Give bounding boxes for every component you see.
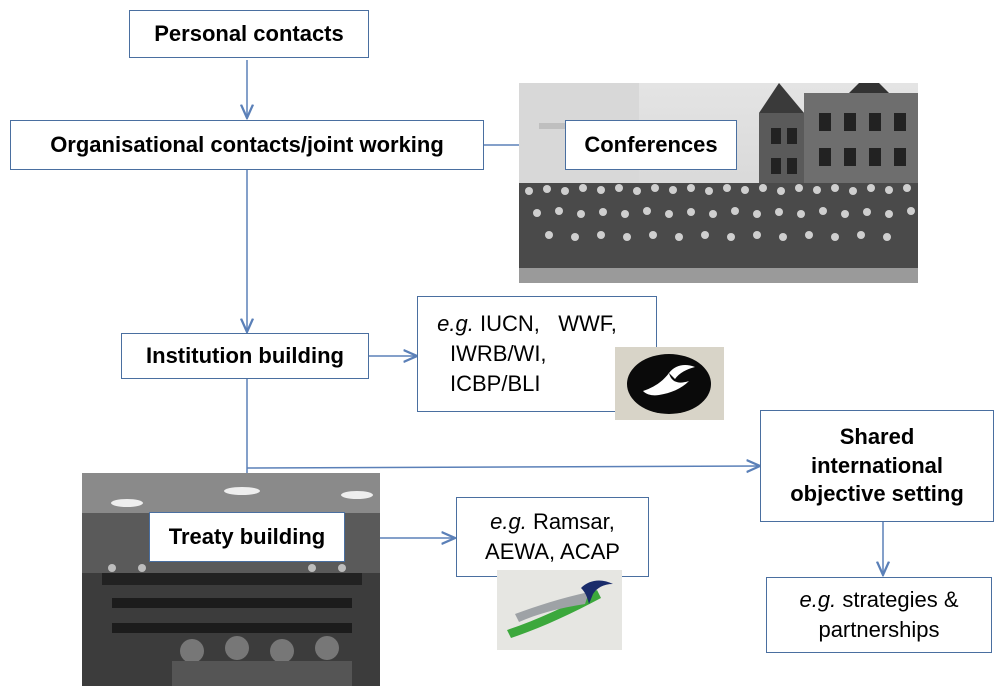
treaty-examples-prefix: e.g.: [490, 509, 527, 535]
institution-examples-prefix: e.g.: [437, 311, 474, 337]
conference-photo: [519, 83, 918, 283]
arrow-to-shared-objective: [246, 466, 760, 468]
institution-building-node: Institution building: [121, 333, 369, 379]
organisational-contacts-node: Organisational contacts/joint working: [10, 120, 484, 170]
personal-contacts-node: Personal contacts: [129, 10, 369, 58]
institution-building-label: Institution building: [146, 343, 344, 368]
shared-objective-node: Shared international objective setting: [760, 410, 994, 522]
conferences-node: Conferences: [565, 120, 737, 170]
strategies-examples-line-2: partnerships: [818, 617, 940, 642]
organisational-contacts-label: Organisational contacts/joint working: [50, 132, 444, 157]
treaty-logo: [497, 570, 622, 650]
personal-contacts-label: Personal contacts: [154, 21, 344, 46]
treaty-building-node: Treaty building: [149, 512, 345, 562]
strategies-examples-box: e.g. strategies & partnerships: [766, 577, 992, 653]
strategies-examples-prefix: e.g.: [799, 587, 837, 613]
institution-examples-line-1: IUCN, WWF,: [479, 311, 617, 337]
shared-objective-line-3: objective setting: [790, 481, 964, 507]
conferences-label: Conferences: [584, 132, 718, 157]
treaty-examples-line-1: Ramsar,: [532, 509, 615, 535]
treaty-building-label: Treaty building: [168, 524, 326, 549]
strategies-examples-line-1: strategies &: [842, 587, 959, 613]
bird-logo: [615, 347, 724, 420]
shared-objective-line-1: Shared: [839, 424, 915, 450]
shared-objective-line-2: international: [810, 452, 943, 478]
treaty-examples-line-2: AEWA, ACAP: [485, 539, 620, 564]
institution-examples-line-3: ICBP/BLI: [450, 370, 541, 396]
treaty-meeting-photo: [82, 473, 380, 686]
treaty-examples-box: e.g. Ramsar, AEWA, ACAP: [456, 497, 649, 577]
institution-examples-line-2: IWRB/WI,: [450, 341, 547, 367]
